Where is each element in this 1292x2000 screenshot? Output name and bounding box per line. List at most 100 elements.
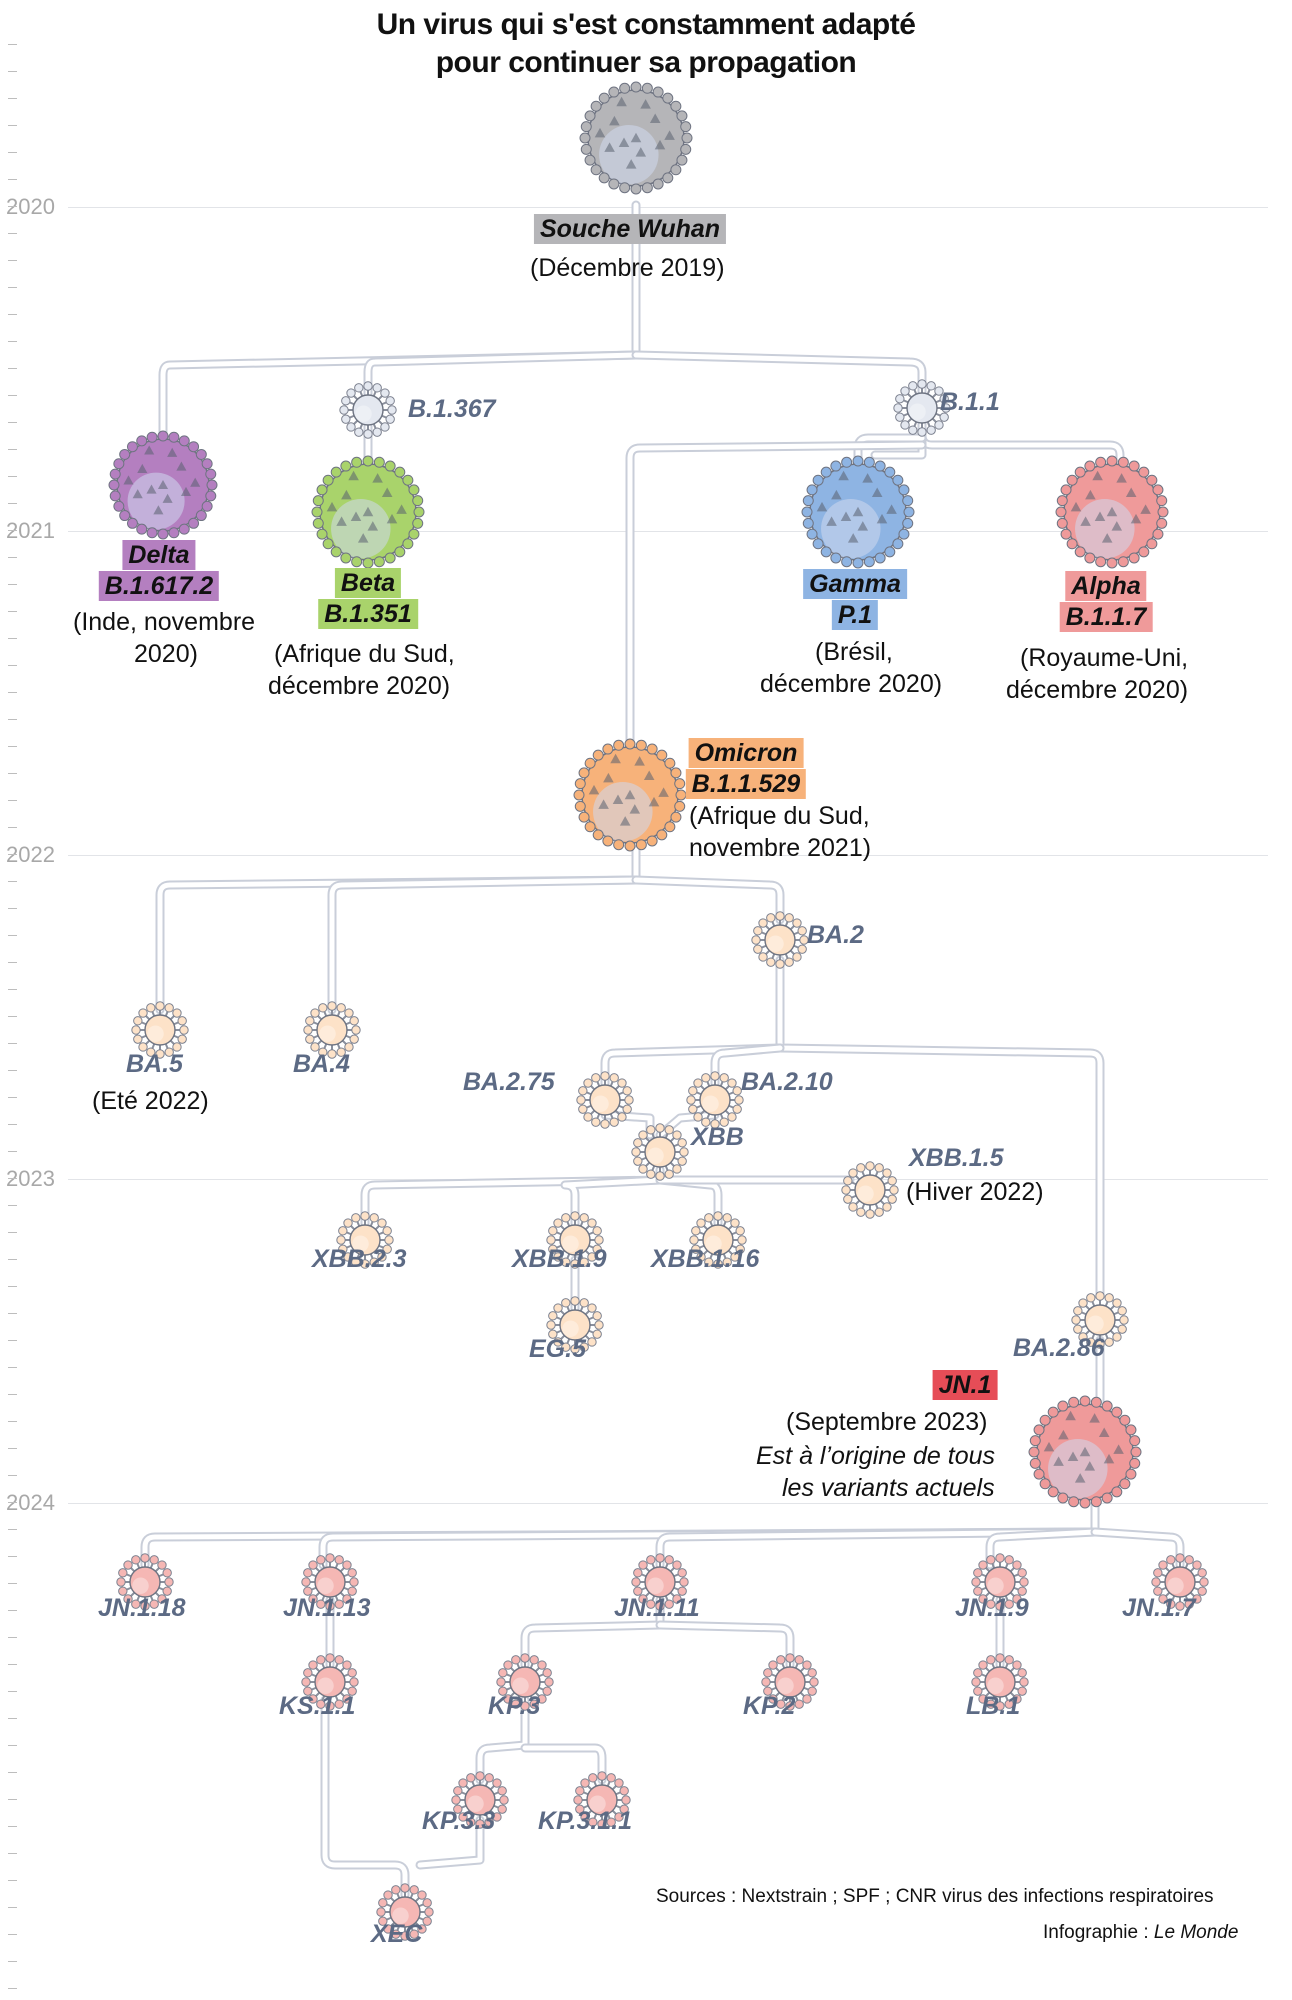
label-kp311: KP.3.1.1 <box>538 1807 633 1835</box>
connector <box>365 352 639 403</box>
virus-b1367 <box>339 381 397 439</box>
connector <box>657 1177 721 1228</box>
year-tick <box>8 692 17 694</box>
year-tick <box>8 1907 17 1909</box>
label-jn17: JN.1.7 <box>1122 1594 1196 1622</box>
year-tick <box>8 530 17 532</box>
year-tick <box>8 638 17 640</box>
connector <box>327 875 641 1015</box>
year-tick <box>8 1475 17 1477</box>
year-tick <box>8 1853 17 1855</box>
connector <box>712 1045 783 1088</box>
label-ba5: BA.5 <box>126 1050 183 1078</box>
connector <box>322 1697 408 1898</box>
year-tick <box>8 1637 17 1639</box>
chip-delta-name: Delta <box>122 540 196 570</box>
label-kp3: KP.3 <box>488 1692 541 1720</box>
year-tick <box>8 1421 17 1423</box>
connector <box>362 1167 663 1228</box>
label-eg5: EG.5 <box>529 1335 586 1363</box>
virus-lb1 <box>971 1653 1029 1711</box>
label-b1367: B.1.367 <box>408 395 496 423</box>
chip-gamma-code: P.1 <box>831 600 879 630</box>
virus-jn17 <box>1151 1553 1209 1611</box>
credit-text: Infographie : Le Monde <box>1043 1922 1238 1944</box>
note-alpha-1: (Royaume-Uni, <box>1020 644 1189 672</box>
connector <box>562 1177 663 1228</box>
virus-kp33 <box>451 1771 509 1829</box>
virus-ba2 <box>751 911 809 969</box>
virus-kp2 <box>761 1653 819 1711</box>
year-tick <box>8 1799 17 1801</box>
note-gamma-2: décembre 2020) <box>760 670 943 698</box>
year-tick <box>8 1232 17 1234</box>
year-tick <box>8 908 17 910</box>
virus-alpha <box>1055 455 1169 569</box>
year-tick <box>8 314 17 316</box>
label-jn19: JN.1.9 <box>955 1594 1029 1622</box>
chart-title: Un virus qui s'est constamment adapté po… <box>0 6 1292 82</box>
year-tick <box>8 854 17 856</box>
virus-ba275 <box>576 1071 634 1129</box>
year-tick <box>8 233 17 235</box>
connector <box>633 352 925 398</box>
connector <box>142 1502 1098 1568</box>
year-tick <box>8 422 17 424</box>
connector <box>627 442 925 748</box>
chip-omicron-code: B.1.1.529 <box>685 769 807 799</box>
year-tick <box>8 1313 17 1315</box>
label-jn118: JN.1.18 <box>98 1594 186 1622</box>
year-tick <box>8 1880 17 1882</box>
year-tick <box>8 341 17 343</box>
year-tick <box>8 1340 17 1342</box>
label-kp33: KP.3.3 <box>422 1807 496 1835</box>
title-line-2: pour continuer sa propagation <box>435 46 857 79</box>
note-jn1-2: Est à l’origine de tous <box>756 1442 996 1470</box>
virus-kp3 <box>496 1653 554 1711</box>
year-tick <box>8 1826 17 1828</box>
year-tick <box>8 719 17 721</box>
year-tick <box>8 71 17 73</box>
credit-prefix: Infographie : <box>1043 1922 1154 1943</box>
label-ba210: BA.2.10 <box>741 1068 833 1096</box>
note-delta-1: (Inde, novembre <box>73 608 256 636</box>
year-tick <box>8 557 17 559</box>
year-tick <box>8 1286 17 1288</box>
year-tick <box>8 1448 17 1450</box>
year-tick <box>8 1529 17 1531</box>
label-jn111: JN.1.11 <box>614 1594 700 1622</box>
year-tick <box>8 1043 17 1045</box>
note-omicron-2: novembre 2021) <box>689 834 872 862</box>
connector <box>158 350 641 450</box>
year-tick <box>8 1988 17 1990</box>
virus-ks11 <box>301 1653 359 1711</box>
chip-alpha-name: Alpha <box>1065 571 1147 601</box>
virus-ba210 <box>686 1071 744 1129</box>
year-tick <box>8 962 17 964</box>
year-tick <box>8 1367 17 1369</box>
label-b11: B.1.1 <box>940 388 1000 416</box>
credit-outlet: Le Monde <box>1153 1922 1239 1943</box>
label-xec: XEC <box>371 1920 423 1948</box>
label-kp2: KP.2 <box>743 1692 796 1720</box>
chip-gamma-name: Gamma <box>803 569 907 599</box>
year-tick <box>8 206 17 208</box>
year-tick <box>8 1556 17 1558</box>
year-tick <box>8 989 17 991</box>
year-tick <box>8 611 17 613</box>
year-tick <box>8 260 17 262</box>
label-xbb19: XBB.1.9 <box>512 1245 607 1273</box>
note-alpha-2: décembre 2020) <box>1006 676 1189 704</box>
year-tick <box>8 827 17 829</box>
virus-ba5 <box>131 1001 189 1059</box>
year-tick <box>8 1205 17 1207</box>
label-lb1: LB.1 <box>966 1692 1021 1720</box>
virus-jn1 <box>1028 1395 1142 1509</box>
note-ba5: (Eté 2022) <box>92 1087 209 1115</box>
year-tick <box>8 1016 17 1018</box>
connector <box>657 1622 793 1668</box>
year-tick <box>8 881 17 883</box>
year-tick <box>8 1610 17 1612</box>
year-tick <box>8 44 17 46</box>
year-tick <box>8 1178 17 1180</box>
